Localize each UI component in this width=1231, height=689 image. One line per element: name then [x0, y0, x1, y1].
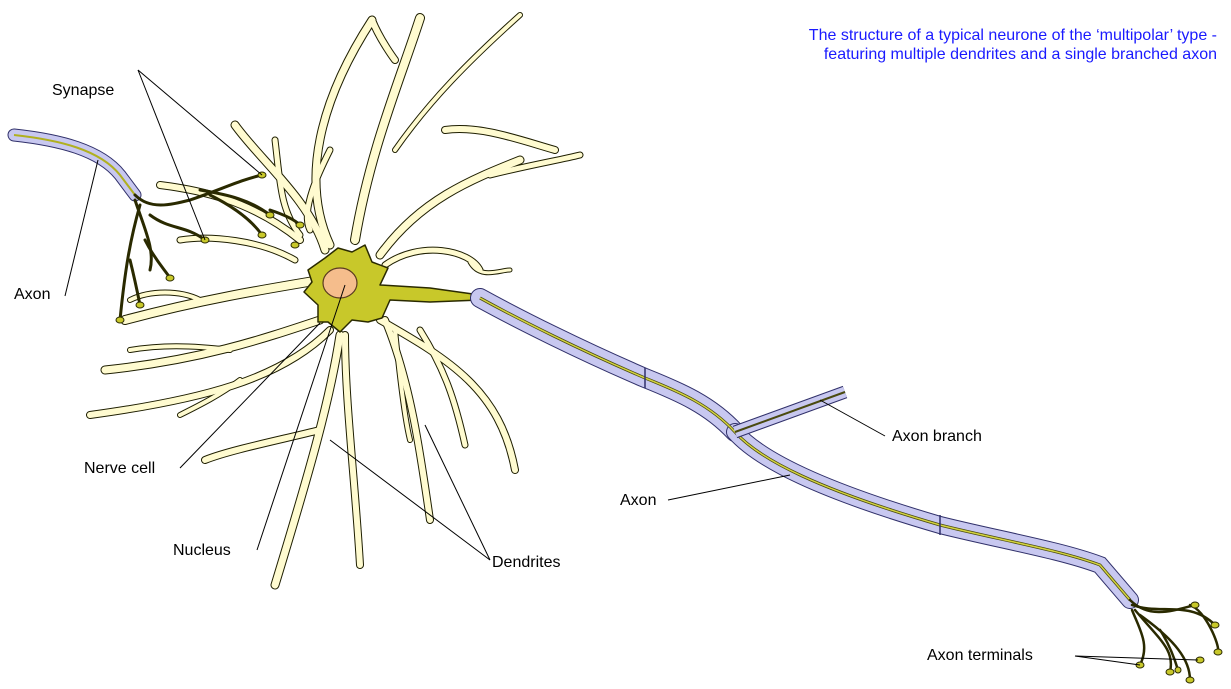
- label-axon-branch: Axon branch: [892, 428, 982, 446]
- label-axon-mid: Axon: [620, 492, 656, 510]
- label-axon-terminals: Axon terminals: [927, 647, 1033, 665]
- axon-branch-leader: [820, 400, 885, 436]
- label-dendrites: Dendrites: [492, 554, 560, 572]
- caption-line-1: The structure of a typical neurone of th…: [809, 26, 1217, 45]
- axon-terminals: [1130, 600, 1222, 683]
- label-synapse: Synapse: [52, 82, 114, 100]
- caption-line-2: featuring multiple dendrites and a singl…: [809, 45, 1217, 64]
- diagram-caption: The structure of a typical neurone of th…: [809, 26, 1217, 64]
- synapse-leader-1: [138, 70, 262, 175]
- label-nucleus: Nucleus: [173, 542, 231, 560]
- main-axon: [480, 298, 1130, 600]
- axon-mid-leader: [668, 475, 790, 500]
- axon-left-leader: [65, 160, 98, 296]
- dendrites-leader-2: [425, 425, 490, 560]
- axon-terminals-leader-1: [1075, 656, 1198, 660]
- label-axon-left: Axon: [14, 286, 50, 304]
- synapse-leader-2: [138, 70, 205, 240]
- nucleus: [323, 268, 357, 298]
- label-nerve-cell: Nerve cell: [84, 460, 155, 478]
